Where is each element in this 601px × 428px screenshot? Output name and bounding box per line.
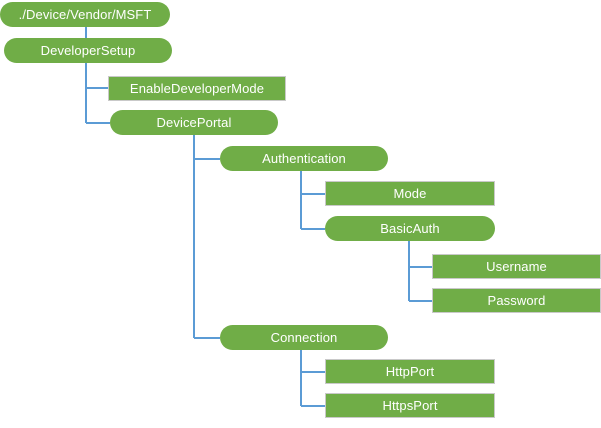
node-password[interactable]: Password [432, 288, 601, 313]
node-connection[interactable]: Connection [220, 325, 388, 350]
node-label-authentication: Authentication [262, 151, 346, 166]
node-device-portal[interactable]: DevicePortal [110, 110, 278, 135]
node-label-device-portal: DevicePortal [156, 115, 232, 130]
node-label-username: Username [486, 259, 547, 274]
node-label-password: Password [487, 293, 546, 308]
node-developer-setup[interactable]: DeveloperSetup [4, 38, 172, 63]
node-label-connection: Connection [270, 330, 338, 345]
node-root[interactable]: ./Device/Vendor/MSFT [0, 2, 170, 27]
node-basic-auth[interactable]: BasicAuth [325, 216, 495, 241]
node-mode[interactable]: Mode [325, 181, 495, 206]
node-label-basic-auth: BasicAuth [380, 221, 440, 236]
node-http-port[interactable]: HttpPort [325, 359, 495, 384]
node-label-http-port: HttpPort [385, 364, 435, 379]
node-label-enable-developer-mode: EnableDeveloperMode [129, 81, 265, 96]
node-label-mode: Mode [393, 186, 427, 201]
node-label-developer-setup: DeveloperSetup [40, 43, 136, 58]
node-https-port[interactable]: HttpsPort [325, 393, 495, 418]
node-username[interactable]: Username [432, 254, 601, 279]
node-label-https-port: HttpsPort [382, 398, 438, 413]
node-authentication[interactable]: Authentication [220, 146, 388, 171]
node-label-root: ./Device/Vendor/MSFT [18, 7, 152, 22]
node-enable-developer-mode[interactable]: EnableDeveloperMode [108, 76, 286, 101]
